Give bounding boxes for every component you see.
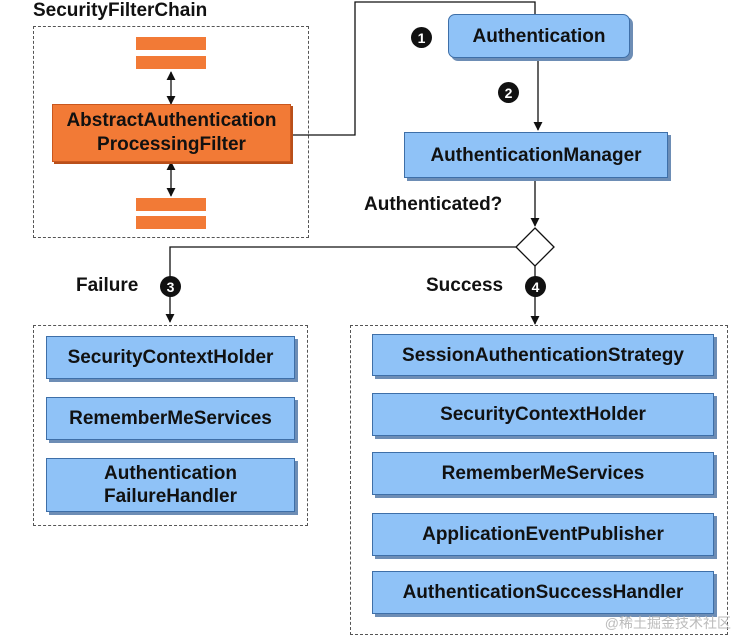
- step-2-badge: 2: [498, 82, 519, 103]
- application-event-publisher[interactable]: ApplicationEventPublisher: [372, 513, 714, 556]
- success-security-context-holder[interactable]: SecurityContextHolder: [372, 393, 714, 436]
- filter-bar: [136, 198, 206, 211]
- abstract-authentication-processing-filter[interactable]: AbstractAuthentication ProcessingFilter: [52, 104, 291, 162]
- failure-security-context-holder[interactable]: SecurityContextHolder: [46, 336, 295, 379]
- success-handlers-container: [350, 325, 728, 635]
- authentication-box[interactable]: Authentication: [448, 14, 630, 58]
- success-item-label: SessionAuthenticationStrategy: [402, 344, 684, 366]
- success-item-label: RememberMeServices: [441, 463, 645, 484]
- failure-item-label: Authentication FailureHandler: [103, 463, 238, 507]
- filter-bar: [136, 37, 206, 50]
- filter-bar: [136, 216, 206, 229]
- filter-to-authentication-line: [292, 1, 536, 136]
- failure-item-label: RememberMeServices: [69, 408, 272, 429]
- success-item-label: SecurityContextHolder: [440, 404, 646, 425]
- authentication-failure-handler[interactable]: Authentication FailureHandler: [46, 458, 295, 512]
- success-item-label: AuthenticationSuccessHandler: [402, 582, 684, 603]
- success-item-label: ApplicationEventPublisher: [422, 524, 664, 545]
- filter-label: AbstractAuthentication ProcessingFilter: [66, 110, 277, 155]
- authentication-label: Authentication: [472, 25, 606, 47]
- failure-item-label: SecurityContextHolder: [67, 347, 274, 368]
- failure-remember-me-services[interactable]: RememberMeServices: [46, 397, 295, 440]
- step-4-badge: 4: [525, 276, 546, 297]
- session-authentication-strategy[interactable]: SessionAuthenticationStrategy: [372, 334, 714, 376]
- filter-bar: [136, 56, 206, 69]
- authentication-manager-box[interactable]: AuthenticationManager: [404, 132, 668, 178]
- filter-chain-title: SecurityFilterChain: [33, 0, 208, 21]
- decision-to-failure-arrow: [165, 246, 516, 323]
- filter-chain-container: [33, 26, 309, 238]
- watermark: @稀土掘金技术社区: [604, 615, 731, 631]
- failure-handlers-container: [33, 325, 308, 526]
- authentication-manager-label: AuthenticationManager: [430, 144, 642, 166]
- failure-label: Failure: [76, 275, 139, 296]
- success-label: Success: [426, 275, 504, 296]
- authentication-success-handler[interactable]: AuthenticationSuccessHandler: [372, 571, 714, 614]
- success-remember-me-services[interactable]: RememberMeServices: [372, 452, 714, 495]
- step-3-badge: 3: [160, 276, 181, 297]
- step-1-badge: 1: [411, 27, 432, 48]
- authenticated-question-label: Authenticated?: [364, 194, 503, 215]
- decision-diamond: [515, 227, 555, 267]
